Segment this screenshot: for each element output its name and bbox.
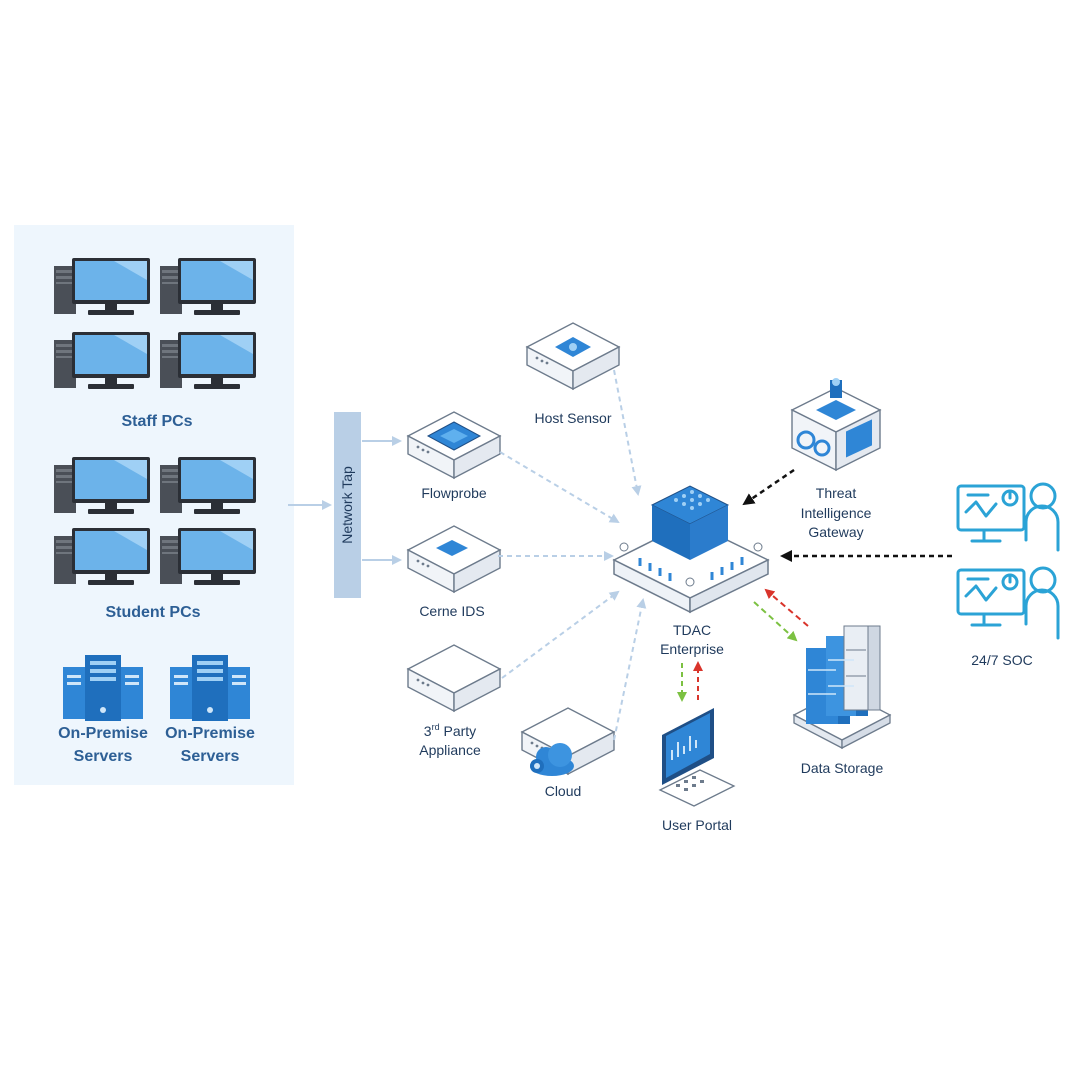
cloud-label: Cloud bbox=[545, 783, 582, 799]
soc-label: 24/7 SOC bbox=[971, 652, 1032, 668]
analyst-dashboard-icon bbox=[956, 482, 1060, 640]
servers-label-1b: Servers bbox=[74, 748, 133, 765]
sensor-feed-arrows bbox=[498, 369, 647, 741]
portal-terminal-icon bbox=[658, 708, 736, 807]
tdac-to-storage-arrow bbox=[753, 601, 798, 642]
threat-intelligence-gateway-node[interactable]: Threat Intelligence Gateway bbox=[790, 378, 882, 540]
cloud-icon bbox=[530, 743, 574, 776]
host-sensor-node[interactable]: Host Sensor bbox=[526, 322, 620, 426]
servers-label-1a: On-Premise bbox=[58, 725, 148, 742]
storage-to-tdac-arrow bbox=[764, 588, 809, 627]
servers-label-2b: Servers bbox=[181, 748, 240, 765]
ids-module-icon bbox=[436, 540, 468, 556]
staff-pcs-group: Staff PCs bbox=[54, 258, 256, 430]
gateway-label-line2: Intelligence bbox=[801, 505, 872, 521]
soc-node[interactable]: 24/7 SOC bbox=[956, 482, 1060, 668]
gateway-cube-icon bbox=[790, 378, 882, 472]
appliance-box-icon bbox=[407, 644, 501, 712]
user-portal-label: User Portal bbox=[662, 817, 732, 833]
servers-label-2a: On-Premise bbox=[165, 725, 255, 742]
host-sensor-label: Host Sensor bbox=[534, 410, 611, 426]
storage-stack-icon bbox=[792, 625, 892, 750]
flowprobe-label: Flowprobe bbox=[421, 485, 487, 501]
on-premise-servers-group: On-Premise Servers On-Premise Servers bbox=[58, 655, 255, 765]
third-party-label-line1: 3rd Party bbox=[424, 722, 476, 739]
data-storage-node[interactable]: Data Storage bbox=[792, 625, 892, 776]
network-tap-bar[interactable] bbox=[334, 412, 361, 598]
flowprobe-node[interactable]: Flowprobe bbox=[407, 411, 501, 501]
student-pcs-label: Student PCs bbox=[105, 604, 200, 621]
cerne-ids-label: Cerne IDS bbox=[419, 603, 484, 619]
cerne-ids-node[interactable]: Cerne IDS bbox=[407, 525, 501, 619]
third-party-appliance-node[interactable]: 3rd Party Appliance bbox=[407, 644, 501, 758]
gateway-to-tdac-arrow bbox=[742, 468, 795, 506]
tdac-label-line1: TDAC bbox=[673, 622, 711, 638]
staff-pcs-label: Staff PCs bbox=[121, 413, 192, 430]
tdac-enterprise-node[interactable]: TDAC Enterprise bbox=[612, 485, 770, 657]
tdac-label-line2: Enterprise bbox=[660, 641, 724, 657]
user-portal-node[interactable]: User Portal bbox=[658, 708, 736, 833]
cloud-node[interactable]: Cloud bbox=[521, 707, 615, 799]
gateway-label-line3: Gateway bbox=[808, 524, 863, 540]
network-tap-label: Network Tap bbox=[339, 466, 355, 544]
appliance-box-icon bbox=[407, 525, 501, 593]
student-pcs-group: Student PCs bbox=[54, 457, 256, 621]
tdac-core-icon bbox=[612, 485, 770, 614]
gateway-label-line1: Threat bbox=[816, 485, 857, 501]
data-storage-label: Data Storage bbox=[801, 760, 884, 776]
third-party-label-line2: Appliance bbox=[419, 742, 481, 758]
